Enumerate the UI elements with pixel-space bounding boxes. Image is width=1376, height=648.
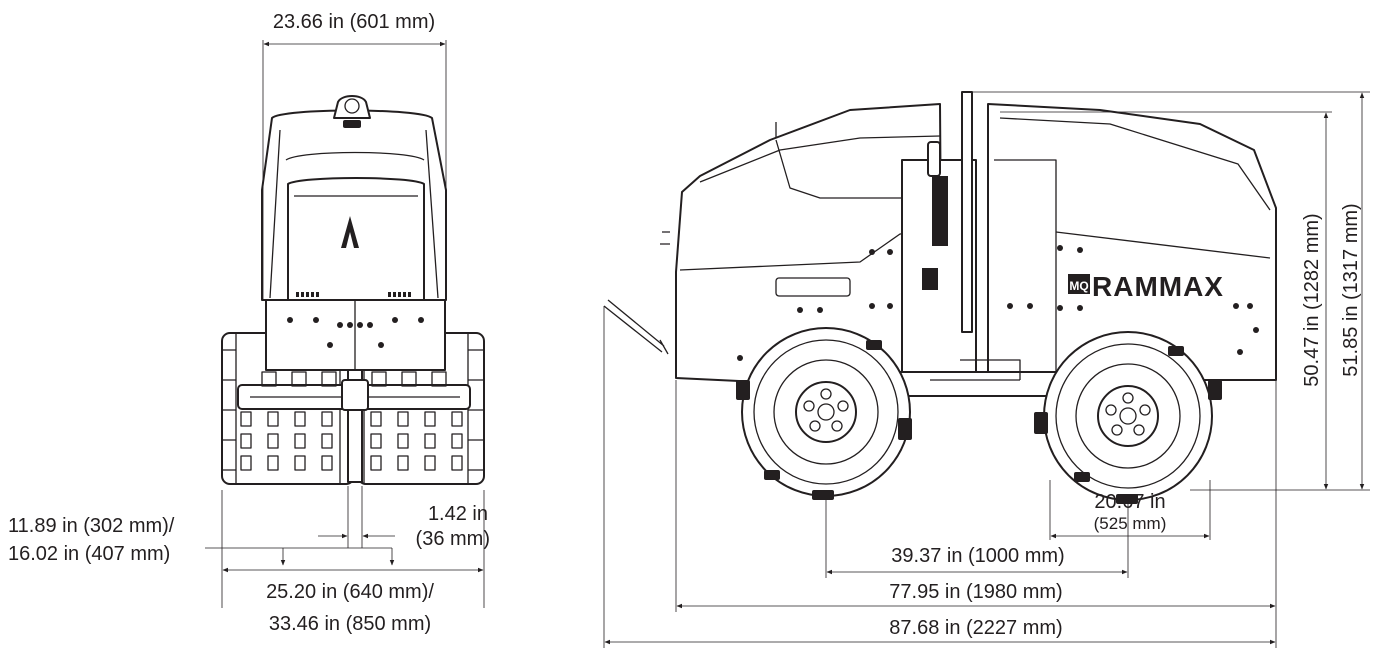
drum-diameter-label-line2: (525 mm) — [1094, 514, 1167, 533]
side-rear-drum — [736, 327, 912, 500]
side-chassis — [899, 371, 1061, 397]
center-gap-label-line2: (36 mm) — [416, 528, 490, 550]
drum-width-label-line2: 33.46 in (850 mm) — [269, 613, 431, 635]
mq-logo-text: MQ — [1069, 279, 1088, 293]
center-gap-label-line1: 1.42 in — [428, 503, 488, 525]
drum-offset-label-line2: 16.02 in (407 mm) — [8, 543, 170, 565]
model-badge — [775, 277, 851, 297]
height-2-label: 51.85 in (1317 mm) — [1340, 203, 1362, 376]
drum-width-label-line1: 25.20 in (640 mm)/ — [266, 581, 434, 603]
body-length-label: 77.95 in (1980 mm) — [889, 581, 1062, 603]
front-body — [261, 95, 447, 371]
rammax-brand-text: RAMMAX — [1092, 271, 1224, 302]
overall-length-label: 87.68 in (2227 mm) — [889, 617, 1062, 639]
front-view: 23.66 in (601 mm) 11.89 in (302 mm)/ 16.… — [8, 11, 490, 635]
side-rear-body — [675, 103, 943, 383]
drum-offset-label-line1: 11.89 in (302 mm)/ — [8, 515, 175, 537]
mq-logo-plate — [1068, 274, 1090, 294]
wheelbase-label: 39.37 in (1000 mm) — [891, 545, 1064, 567]
tow-bar — [603, 231, 670, 355]
overall-width-label: 23.66 in (601 mm) — [273, 11, 435, 33]
side-dimension-lines — [603, 91, 1370, 648]
front-dimension-lines — [205, 40, 485, 608]
side-front-drum — [1034, 331, 1222, 504]
side-view: MQ RAMMAX — [603, 91, 1370, 648]
height-1-label: 50.47 in (1282 mm) — [1301, 213, 1323, 386]
drum-diameter-label-line1: 20.67 in — [1094, 491, 1165, 513]
front-center-hitch — [325, 335, 385, 483]
